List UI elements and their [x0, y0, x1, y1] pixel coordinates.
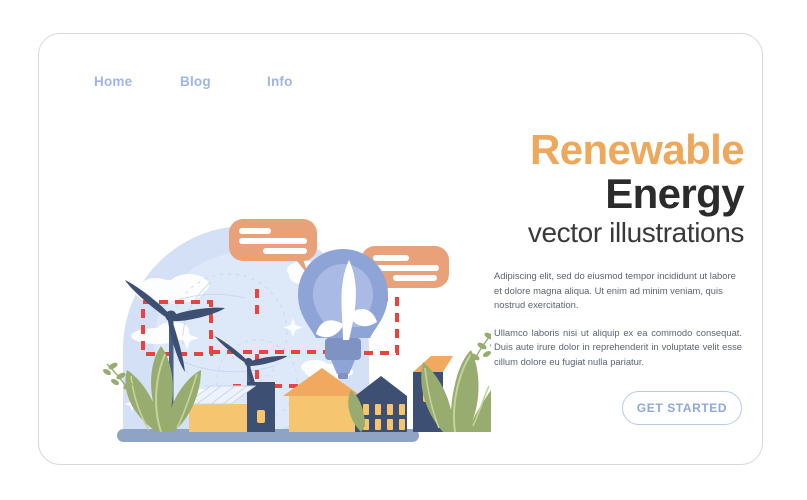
- sprig-right-leaves: [470, 332, 491, 361]
- body-paragraph-2: Ullamco laboris nisi ut aliquip ex ea co…: [494, 326, 742, 367]
- sprig-left-leaves: [103, 362, 133, 390]
- nav-link-home[interactable]: Home: [94, 74, 133, 89]
- foliage-right: [348, 332, 491, 433]
- page-title: Renewable Energy vector illustrations: [494, 126, 745, 248]
- body-paragraph-1: Adipiscing elit, sed do eiusmod tempor i…: [494, 270, 736, 311]
- renewable-energy-illustration: [61, 164, 491, 454]
- house-orange-large: [283, 368, 361, 432]
- hero-text-column: Renewable Energy vector illustrations Ad…: [494, 126, 745, 426]
- foliage-left: [103, 346, 201, 433]
- window-grid: [363, 404, 405, 430]
- headline-energy: Energy: [605, 170, 744, 217]
- lightbulb: [298, 249, 388, 379]
- ground-platform: [117, 429, 419, 442]
- house-with-solar-panel: [183, 382, 275, 432]
- get-started-button[interactable]: GET STARTED: [622, 391, 742, 426]
- landing-page-card: Home Blog Info: [38, 33, 763, 465]
- solar-panel: [183, 385, 257, 405]
- headline-subtitle: vector illustrations: [527, 217, 744, 248]
- nav-link-blog[interactable]: Blog: [180, 74, 211, 89]
- main-navigation: Home Blog Info: [94, 74, 293, 89]
- nav-link-info[interactable]: Info: [267, 74, 293, 89]
- headline-renewable: Renewable: [529, 126, 745, 173]
